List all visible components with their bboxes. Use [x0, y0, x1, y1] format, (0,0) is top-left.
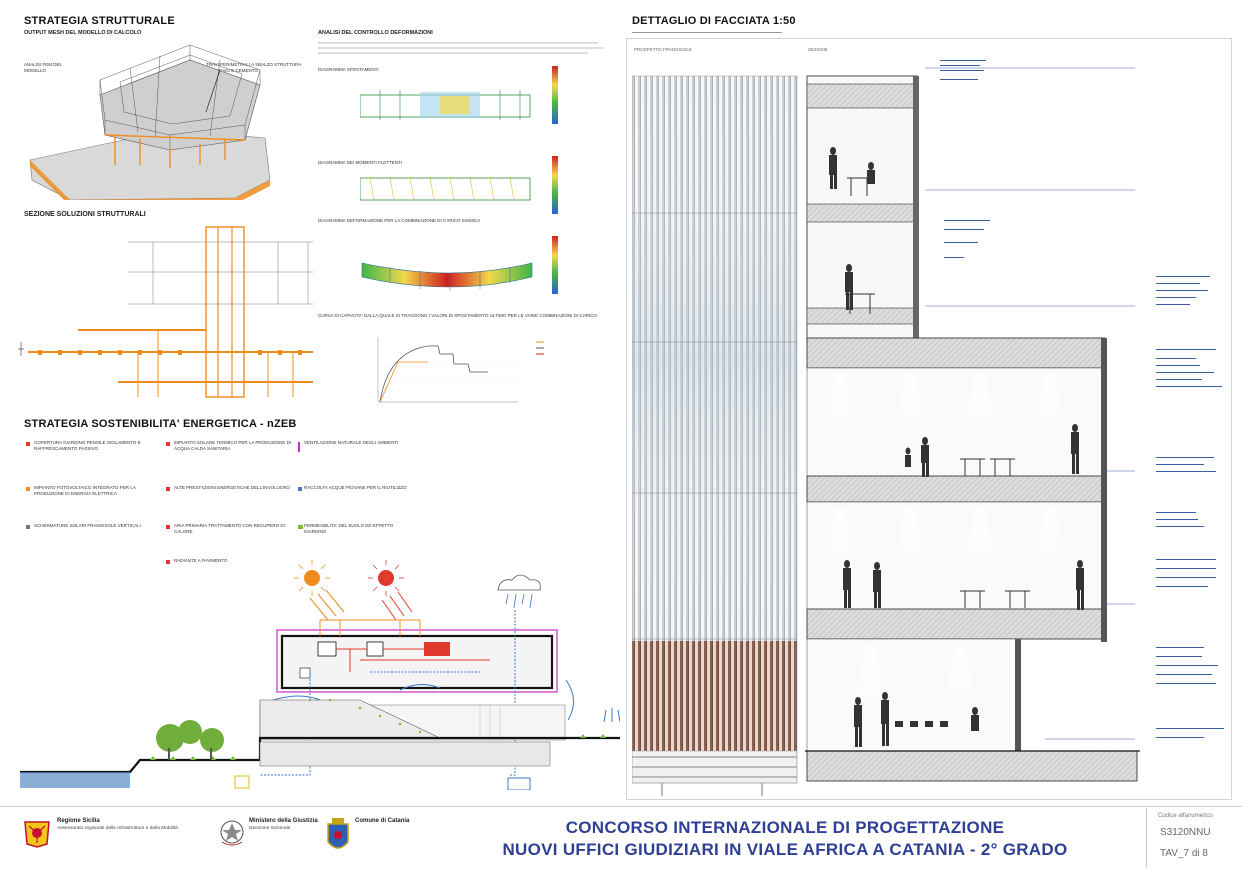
facade-annotation-group-3: [1156, 274, 1216, 305]
comune-catania-crest: [325, 816, 351, 856]
structural-subtitle: OUTPUT MESH DEL MODELLO DI CALCOLO: [24, 30, 142, 36]
energy-item-2: IMPIANTO SOLARE TERMICO PER LA PRODUZION…: [174, 440, 292, 451]
logo1-name: Regione Sicilia: [57, 818, 100, 824]
project-code: S3120NNU: [1160, 827, 1211, 838]
logo3-name: Comune di Catania: [355, 818, 410, 824]
code-label: Codice alfanumerico: [1158, 813, 1213, 819]
logo1-line2: Assessorato regionale delle Infrastruttu…: [57, 826, 178, 831]
energy-item-7: SCHERMATURE SOLARI FRANGISOLE VERTICALI: [34, 523, 141, 528]
moments-diagram: [360, 177, 531, 201]
seismic-deformation-diagram: [361, 262, 533, 291]
footer-title-line1: CONCORSO INTERNAZIONALE DI PROGETTAZIONE: [565, 818, 1005, 837]
deform-description: [318, 40, 608, 60]
code-box: [1146, 808, 1237, 868]
regione-sicilia-logo: [23, 818, 51, 848]
facade-annotation-group-1: [940, 58, 990, 80]
capacity-note: CURVA DI CAPACITA' DALLA QUALE SI TRAGGO…: [318, 313, 597, 318]
section-label: SEZIONE: [808, 47, 828, 52]
energy-item-8: ARIA PRIMARIA TRATTAMENTO CON RECUPERO D…: [174, 523, 285, 534]
logo2-line2: Direzione Generale: [249, 826, 291, 831]
energy-item-1: COPERTURA GIARDINO PENSILE ISOLAMENTO E …: [34, 440, 141, 451]
deform-label-1: DIAGRAMMA SPOSTAMENTI: [318, 67, 379, 72]
energy-legend-marker: [166, 442, 170, 446]
energy-item-4: IMPIANTO FOTOVOLTAICO INTEGRATO PER LA P…: [34, 485, 136, 496]
section-title: SEZIONE SOLUZIONI STRUTTURALI: [24, 211, 146, 218]
deform-label-3: DIAGRAMMA DEFORMAZIONE PER LA COMBINAZIO…: [318, 218, 481, 223]
model-note-right: TRAVI PERIMETRALI A SBALZO STRUTTURA IN …: [206, 62, 302, 73]
energy-legend-marker: [26, 487, 30, 491]
energy-title: STRATEGIA SOSTENIBILITA' ENERGETICA - nZ…: [24, 418, 297, 430]
facade-frame: [626, 38, 1232, 800]
structural-title: STRATEGIA STRUTTURALE: [24, 15, 175, 27]
scale-bar: [632, 29, 782, 33]
energy-legend-marker: [166, 487, 170, 491]
displacement-legend: [552, 66, 558, 124]
energy-legend-marker: [26, 525, 30, 529]
energy-section-diagram: [20, 560, 620, 790]
sheet-number: TAV_7 di 8: [1160, 848, 1208, 859]
structural-3d-model: [29, 44, 271, 200]
moments-legend: [552, 156, 558, 214]
capacity-curve-chart: [377, 337, 544, 403]
energy-item-6: RACCOLTA ACQUE PIOVANE PER IL RIUTILIZZO: [304, 485, 407, 490]
energy-legend-marker: [298, 442, 300, 452]
energy-legend-marker: [166, 525, 170, 529]
structural-section-drawing: [18, 226, 313, 398]
deform-title: ANALISI DEL CONTROLLO DEFORMAZIONI: [318, 30, 433, 36]
energy-item-3: VENTILAZIONE NATURALE DEGLI AMBIENTI: [304, 440, 399, 445]
facade-detail-title: DETTAGLIO DI FACCIATA 1:50: [632, 15, 796, 27]
energy-legend-marker: [26, 442, 30, 446]
energy-legend-marker: [298, 525, 303, 529]
footer-divider: [0, 806, 1242, 807]
energy-legend-marker: [298, 487, 302, 491]
prospect-label: PROSPETTO FRANGISOLE: [634, 47, 692, 52]
energy-legend-marker: [166, 560, 170, 564]
logo2-name: Ministero della Giustizia: [249, 818, 318, 824]
facade-section: [805, 67, 1140, 782]
energy-item-10: RADIANTE A PAVIMENTO: [174, 558, 228, 563]
facade-annotation-group-7: [1156, 645, 1226, 738]
energy-item-9: PERMEABILITA' DEL SUOLO ED EFFETTO GIARD…: [304, 523, 394, 534]
deform-label-2: DIAGRAMMA DEI MOMENTI FLETTENTI: [318, 160, 403, 165]
energy-legend: COPERTURA GIARDINO PENSILE ISOLAMENTO E …: [26, 440, 626, 570]
model-note-left: ANALISI FEM DEL MODELLO: [24, 62, 62, 73]
facade-annotation-group-6: [1156, 510, 1226, 587]
displacement-diagram: [360, 90, 531, 120]
facade-annotation-group-5: [1156, 455, 1226, 472]
seismic-legend: [552, 236, 558, 294]
energy-item-5: ALTE PRESTAZIONI ENERGETICHE DELL'INVOLU…: [174, 485, 290, 490]
ministero-emblem: [218, 818, 246, 848]
facade-elevation: [632, 75, 798, 796]
facade-annotation-group-2: [944, 218, 994, 258]
facade-annotation-group-4: [1156, 347, 1226, 387]
footer-title-line2: NUOVI UFFICI GIUDIZIARI IN VIALE AFRICA …: [502, 840, 1068, 859]
